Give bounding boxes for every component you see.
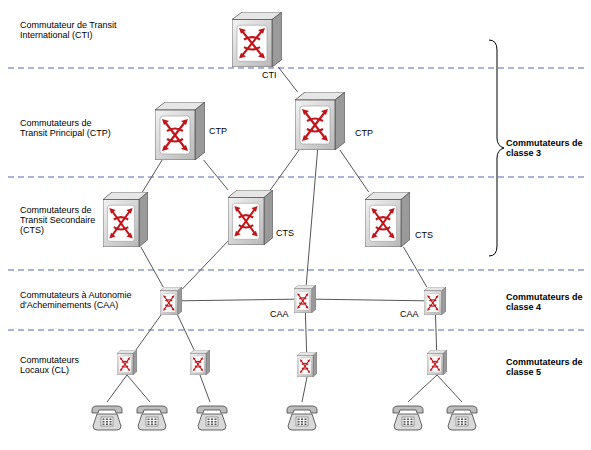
phone-wires <box>107 375 462 402</box>
trunk-line <box>306 150 317 285</box>
dashed-separator <box>8 330 588 331</box>
switch-icon <box>228 190 273 245</box>
transit-switch: CTS <box>365 192 410 247</box>
trunk-line <box>436 315 437 350</box>
local-switch <box>190 350 210 375</box>
trunk-line <box>182 299 294 301</box>
telephone-icon <box>287 406 317 430</box>
transit-switch: CTP <box>155 102 205 160</box>
trunk-line <box>142 160 162 192</box>
switch-icon <box>294 285 316 313</box>
switch-label: CTS <box>415 230 433 240</box>
switch-icon <box>160 287 182 315</box>
local-switch <box>427 350 447 375</box>
tier-label: Commutateurs de Transit Secondaire (CTS) <box>20 205 120 235</box>
local-switch <box>117 350 137 375</box>
tier-label: Commutateurs à Autonomie d'Acheminements… <box>20 290 135 310</box>
phone-wire <box>437 375 462 402</box>
switch-label: CTP <box>355 128 373 138</box>
switch-icon <box>297 352 317 377</box>
switch-icon <box>232 12 282 67</box>
switch-label: CAA <box>270 309 289 319</box>
dashed-separator <box>8 270 588 271</box>
switch-icon <box>365 192 410 247</box>
trunk-line <box>204 160 229 190</box>
dashed-separator <box>8 68 588 69</box>
trunk-line <box>136 315 161 350</box>
trunk-line <box>316 299 424 301</box>
telephone-icon <box>137 406 167 430</box>
class-label: Commutateurs de classe 5 <box>506 357 586 377</box>
switch-icon <box>155 102 205 160</box>
class-label: Commutateurs de classe 4 <box>506 292 586 312</box>
phone-wire <box>200 375 210 402</box>
switch-icon <box>295 92 345 150</box>
telephones <box>92 406 477 430</box>
transit-switch: CTP <box>295 92 345 150</box>
trunk-line <box>178 315 195 350</box>
trunk-line <box>305 313 306 352</box>
transit-switch: CTI <box>232 12 282 67</box>
class-label: Commutateurs de classe 3 <box>506 138 586 158</box>
local-switch: CAA <box>294 285 316 313</box>
trunk-line <box>270 150 299 190</box>
tier-label: Commutateurs Locaux (CL) <box>20 355 110 375</box>
switch-label: CTI <box>262 70 277 80</box>
trunk-line <box>182 241 228 289</box>
switch-icon <box>103 192 148 247</box>
tier-label: Commutateurs de Transit Principal (CTP) <box>20 118 120 138</box>
switch-icon <box>190 350 210 375</box>
telephone-icon <box>92 406 122 430</box>
switch-label: CAA <box>400 309 419 319</box>
tier-separators <box>8 68 588 330</box>
phone-wire <box>127 375 150 402</box>
dashed-separator <box>8 177 588 178</box>
switch-icon <box>427 350 447 375</box>
phone-wire <box>408 375 437 402</box>
tier-label: Commutateur de Transit International (CT… <box>20 20 130 40</box>
transit-switch <box>103 192 148 247</box>
telephone-icon <box>447 406 477 430</box>
switch-label: CTP <box>209 126 227 136</box>
trunk-line <box>340 150 369 192</box>
switch-icon <box>117 350 137 375</box>
switch-label: CTS <box>276 228 294 238</box>
switch-icon <box>424 287 446 315</box>
phone-wire <box>302 377 307 402</box>
local-switch <box>160 287 182 315</box>
local-switch <box>297 352 317 377</box>
telephone-icon <box>197 406 227 430</box>
trunk-line <box>404 247 427 287</box>
class-bracket <box>489 40 504 256</box>
trunk-line <box>141 247 163 287</box>
telephone-icon <box>393 406 423 430</box>
transit-switch: CTS <box>228 190 273 245</box>
local-switch: CAA <box>424 287 446 315</box>
trunk-line <box>278 67 297 92</box>
phone-wire <box>107 375 127 402</box>
